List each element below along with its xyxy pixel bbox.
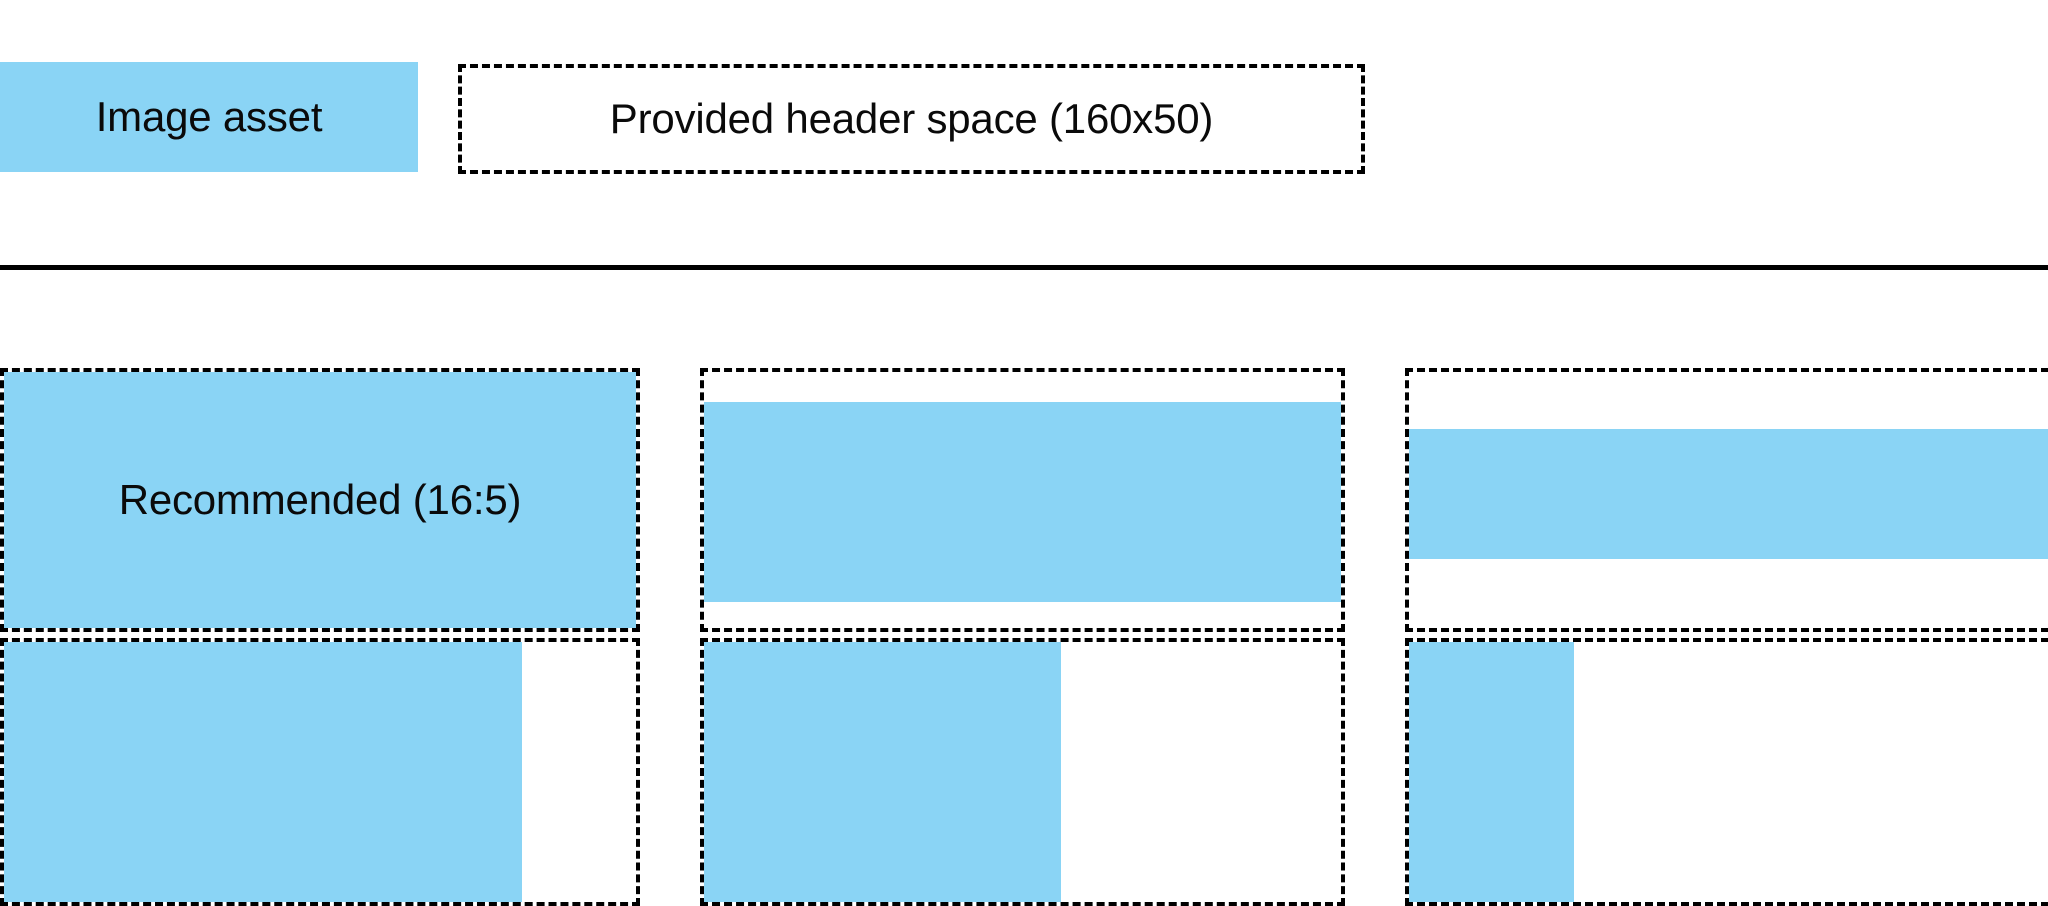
- provided-header-space-box: Provided header space (160x50): [458, 64, 1365, 174]
- image-asset-swatch: Image asset: [0, 62, 418, 172]
- sample-cell-horizontal-band: [1405, 368, 2048, 632]
- asset-fill-left-medium: [704, 642, 1061, 902]
- sample-cell-width-narrow: [1405, 638, 2048, 906]
- sample-cell-width-medium: [700, 638, 1345, 906]
- asset-fill-horizontal-band: [1409, 429, 2048, 559]
- header-legend-row: Image asset Provided header space (160x5…: [0, 62, 2048, 174]
- image-asset-label: Image asset: [95, 93, 323, 140]
- asset-sample-grid: Recommended (16:5): [0, 368, 2048, 906]
- provided-header-space-label: Provided header space (160x50): [609, 95, 1214, 142]
- asset-fill-inset-vertical: [704, 402, 1341, 602]
- sample-cell-width-wide: [0, 638, 640, 906]
- asset-fill-left-wide: [4, 642, 523, 902]
- width-variation-examples-row: [0, 638, 2048, 906]
- section-divider: [0, 265, 2048, 270]
- sample-cell-recommended: Recommended (16:5): [0, 368, 640, 632]
- aspect-ratio-examples-row: Recommended (16:5): [0, 368, 2048, 632]
- sample-cell-inset-vertical: [700, 368, 1345, 632]
- asset-fill-left-narrow: [1409, 642, 1574, 902]
- asset-fill-full: [4, 372, 636, 628]
